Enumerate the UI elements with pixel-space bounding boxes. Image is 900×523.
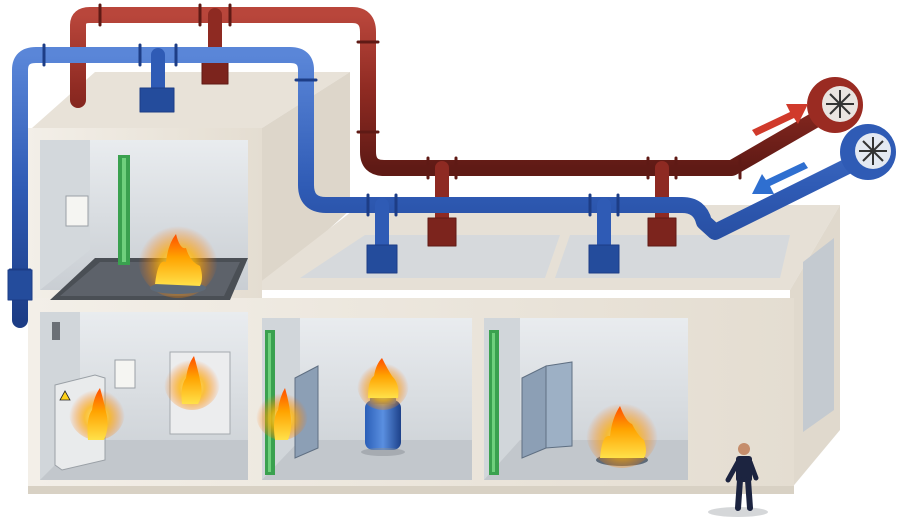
arrow-right-icon [752,104,808,136]
fire-door-middle [256,388,308,440]
open-door-left [521,365,547,459]
upper-block-roof [32,72,350,128]
fire-storage-cabinet [164,354,220,410]
exhaust-damper-roof-1 [427,217,457,247]
open-door-panel [545,361,573,449]
exhaust-damper-upper [201,59,229,85]
exhaust-damper-roof-2 [647,217,677,247]
flame [274,388,292,440]
person-head [738,443,750,455]
wall-junction-box-lower [114,359,136,389]
wall-vent [52,322,60,340]
fire-upper-left [138,218,218,298]
person-arm-right [747,459,759,481]
person-leg-left [735,477,743,511]
supply-pipe-main [12,47,868,328]
green-door-upper-highlight [122,158,126,262]
green-door-right-highlight [492,333,495,472]
flame [600,406,646,458]
ground-slab [28,486,794,494]
arrow-left-icon [752,162,808,194]
room-lower-right [484,318,688,480]
supply-damper-roof-2 [588,244,620,274]
supply-flow-arrow [752,162,808,194]
exhaust-duct-system [70,3,823,247]
wall-junction-box [65,195,89,227]
supply-fan [840,124,896,180]
fan-icon [859,137,887,165]
roof-well-left [300,235,560,278]
fires [69,218,658,468]
gas-cylinder-shadow [361,448,405,456]
right-wall-opening [803,238,834,432]
exhaust-flow-arrow [752,104,808,136]
exhaust-pipe-main [70,7,823,176]
room-upper-left-side [40,140,90,290]
supply-damper-roof-1 [366,244,398,274]
person-arm-left [725,459,741,483]
warning-triangle-icon [59,390,71,401]
flame [368,358,399,398]
supply-damper-side [7,269,33,301]
exhaust-flanges [98,3,742,180]
supply-duct-system [7,43,868,328]
flame [181,356,202,404]
fire-lower-right [586,396,658,468]
supply-damper-upper [139,87,175,113]
flame [155,234,202,286]
room-lower-left [40,312,248,480]
fire-electrical-cabinet [69,384,125,440]
person-shadow [708,507,768,517]
gas-cylinder [365,400,401,450]
fan-icon [826,90,854,118]
fire-gas-cylinder [357,358,409,410]
flame [87,388,108,440]
exhaust-fan [807,77,863,133]
person-icon [708,443,768,517]
person-leg-right [745,477,753,511]
